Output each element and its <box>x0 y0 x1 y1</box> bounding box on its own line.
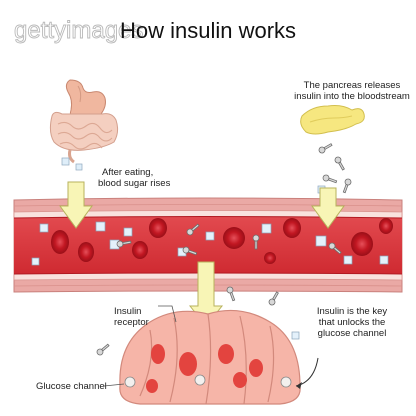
glucose-icons-blood <box>31 221 389 266</box>
key-label-line3: glucose channel <box>318 328 387 339</box>
insulin-key-icons-bottom <box>96 286 279 356</box>
receptor-label-line1: Insulin <box>114 306 141 317</box>
receptor-leader-line <box>158 305 177 323</box>
glucose-channel-icons <box>124 374 292 388</box>
digestive-system-icon <box>49 79 119 171</box>
arrow-digestion-to-blood <box>59 181 93 229</box>
blood-vessel <box>13 197 403 293</box>
insulin-key-icons-blood <box>116 223 342 256</box>
eating-label-line1: After eating, <box>102 167 153 178</box>
eating-label-line2: blood sugar rises <box>98 178 171 189</box>
key-label-line2: that unlocks the <box>319 317 386 328</box>
target-cells <box>119 309 301 405</box>
pancreas-label-line2: insulin into the bloodstream <box>294 91 410 102</box>
receptor-label-line2: receptor <box>114 317 149 328</box>
key-callout-arrowhead <box>296 382 302 389</box>
glucose-icon <box>291 331 300 340</box>
page-title: How insulin works <box>120 18 296 43</box>
glucose-channel-label: Glucose channel <box>36 381 107 392</box>
pancreas-label-line1: The pancreas releases <box>304 80 401 91</box>
pancreas-icon <box>300 105 365 135</box>
red-blood-cells <box>51 218 393 264</box>
watermark: gettyimages <box>14 17 143 44</box>
key-label-line1: Insulin is the key <box>317 306 387 317</box>
channel-leader-line <box>103 383 125 387</box>
insulin-key-icons-top <box>318 143 352 194</box>
arrow-pancreas-to-blood <box>311 187 345 229</box>
